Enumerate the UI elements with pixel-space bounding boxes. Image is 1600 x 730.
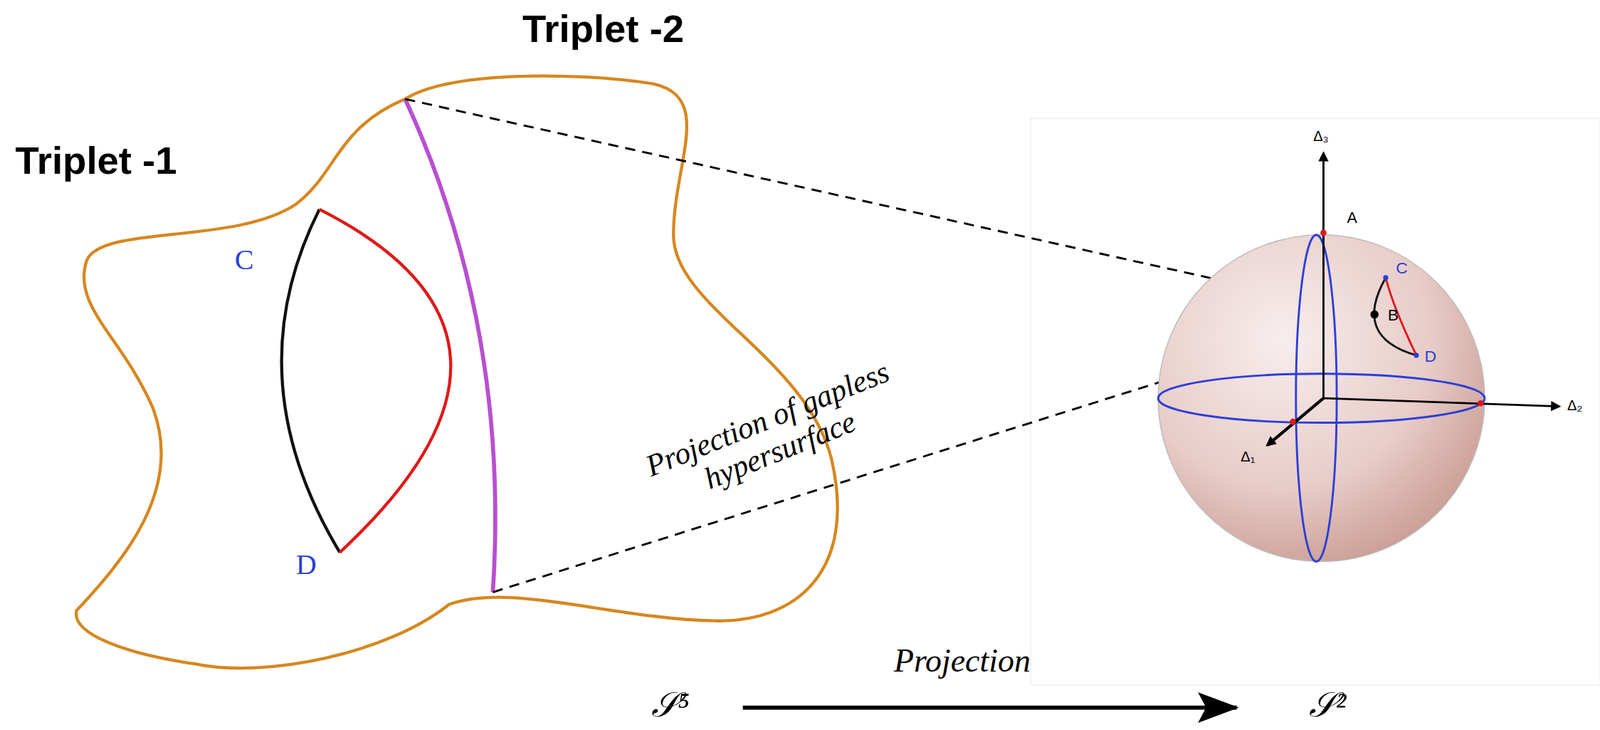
axis xyxy=(1267,397,1324,445)
point-label: D xyxy=(1424,346,1437,365)
manifold-blob xyxy=(76,76,838,669)
axis-label: Δ₂ xyxy=(1567,397,1583,414)
red-arc xyxy=(1385,277,1417,356)
point-label: D xyxy=(296,548,317,581)
axis xyxy=(1322,153,1325,398)
sphere xyxy=(1158,234,1485,562)
axis-label: Δ₃ xyxy=(1313,128,1329,145)
point xyxy=(1477,400,1484,407)
point-label: A xyxy=(1346,209,1357,227)
projection-note: Projection of gapless hypersurface xyxy=(619,345,929,523)
arrow-label: Projection xyxy=(893,642,1031,679)
plot-frame xyxy=(1030,118,1600,685)
triplet-label: Triplet -2 xyxy=(522,7,684,51)
point xyxy=(1413,352,1419,358)
point xyxy=(1289,418,1297,425)
red-curve xyxy=(319,209,452,553)
space-label: 𝒮² xyxy=(1308,685,1346,724)
point-label: B xyxy=(1387,306,1399,324)
axis-label: Δ₁ xyxy=(1240,449,1255,465)
point xyxy=(1320,229,1327,237)
point-label: C xyxy=(234,244,255,277)
triplet-label: Triplet -1 xyxy=(15,139,178,183)
point xyxy=(1370,310,1378,319)
projection-arrow xyxy=(743,705,1238,710)
magenta-curve xyxy=(404,98,496,592)
space-label: 𝒮⁵ xyxy=(651,685,690,724)
black-arc xyxy=(1374,277,1417,356)
point xyxy=(1382,274,1388,280)
axis xyxy=(1323,397,1559,406)
point-label: C xyxy=(1395,259,1408,277)
black-curve xyxy=(281,209,341,553)
